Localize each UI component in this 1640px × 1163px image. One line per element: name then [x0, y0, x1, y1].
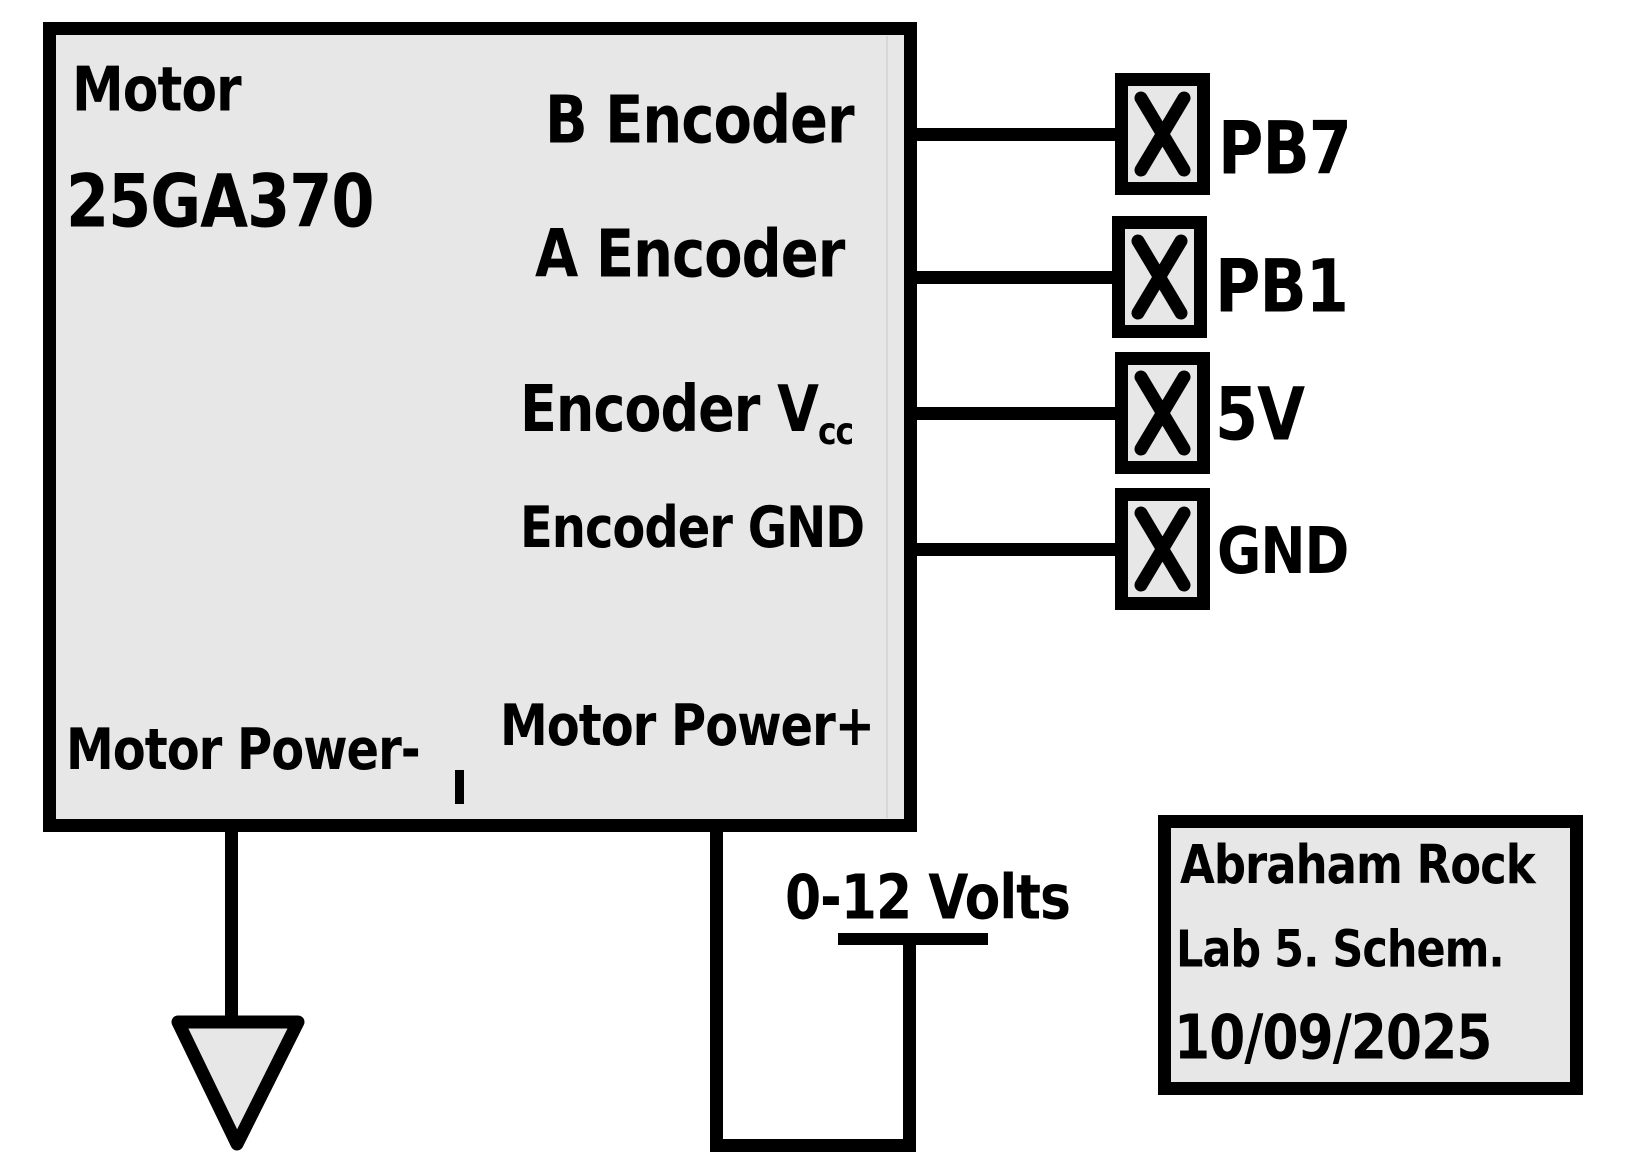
motor-name-line1: Motor	[72, 55, 242, 127]
pin-label-motor-power-minus: Motor Power-	[66, 717, 421, 784]
supply-voltage-label: 0-12 Volts	[785, 863, 1071, 935]
ground-symbol-icon	[171, 1015, 305, 1151]
terminal-label-pb7: PB7	[1218, 104, 1352, 192]
terminal-box-pb1	[1112, 216, 1207, 338]
title-block-author: Abraham Rock	[1180, 833, 1536, 896]
pin-label-encoder-gnd: Encoder GND	[520, 495, 865, 562]
wire-motor-power-minus	[225, 828, 238, 1022]
wire-motor-power-plus-down	[710, 828, 723, 1152]
x-terminal-icon	[1131, 234, 1188, 320]
terminal-box-gnd	[1115, 488, 1210, 610]
wire-encoder-b-to-pb7	[912, 128, 1118, 141]
motor-component-box	[43, 22, 917, 832]
wire-supply-up	[903, 945, 916, 1152]
title-block-date: 10/09/2025	[1174, 1003, 1492, 1075]
terminal-label-5v: 5V	[1215, 370, 1305, 458]
x-terminal-icon	[1134, 91, 1191, 177]
wire-encoder-a-to-pb1	[912, 271, 1118, 284]
pin-label-encoder-vcc-main: Encoder V	[520, 372, 819, 447]
pin-label-motor-power-plus: Motor Power+	[500, 693, 875, 760]
terminal-box-pb7	[1115, 73, 1210, 195]
terminal-box-5v	[1115, 352, 1210, 474]
motor-name-line2: 25GA370	[66, 157, 375, 245]
title-block-subtitle: Lab 5. Schem.	[1176, 920, 1505, 980]
pin-label-encoder-vcc: Encoder Vcc	[520, 377, 854, 454]
x-terminal-icon	[1134, 506, 1191, 592]
pin-label-encoder-a: A Encoder	[535, 216, 845, 293]
title-block	[1158, 815, 1583, 1095]
motor-fill-seam	[886, 36, 888, 818]
terminal-label-gnd: GND	[1217, 514, 1349, 589]
wire-encoder-gnd-to-gnd	[912, 543, 1118, 556]
terminal-label-pb1: PB1	[1215, 242, 1349, 330]
pin-label-encoder-vcc-sub: cc	[817, 410, 854, 454]
wire-encoder-vcc-to-5v	[912, 407, 1118, 420]
pin-tick-mark	[455, 770, 464, 804]
x-terminal-icon	[1134, 370, 1191, 456]
pin-label-encoder-b: B Encoder	[545, 82, 855, 159]
wire-supply-bottom	[710, 1139, 916, 1152]
supply-terminal-underline	[838, 933, 988, 945]
